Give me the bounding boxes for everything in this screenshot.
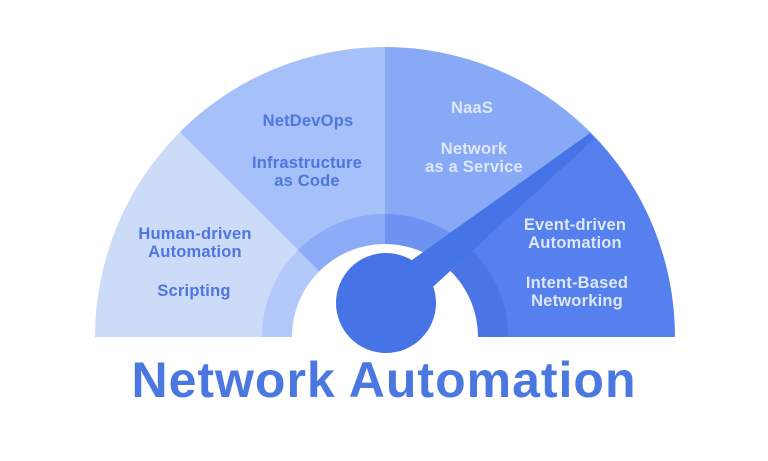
label-line: Automation xyxy=(528,234,622,252)
segment-label-human-driven-automation: Human-driven Automation xyxy=(138,225,251,261)
label-line: Intent-Based xyxy=(525,274,629,292)
label-line: Event-driven xyxy=(523,216,627,234)
label-line: as Code xyxy=(274,172,340,190)
segment-label-infrastructure-as-code: Infrastructure as Code xyxy=(252,154,362,190)
segment-label-netdevops: NetDevOps xyxy=(263,112,354,130)
segment-label-event-driven-automation: Event-driven Automation xyxy=(524,216,626,252)
needle-hub xyxy=(336,253,436,353)
page-title: Network Automation xyxy=(131,352,637,408)
label-line: Infrastructure xyxy=(251,154,363,172)
label-line: Network xyxy=(440,140,508,158)
label-line: NetDevOps xyxy=(262,112,354,130)
segment-label-naas: NaaS xyxy=(451,99,493,117)
label-line: Automation xyxy=(148,243,242,261)
segment-label-scripting: Scripting xyxy=(157,282,230,300)
label-line: Human-driven xyxy=(138,225,252,243)
label-line: Scripting xyxy=(157,282,231,300)
segment-label-network-as-a-service: Network as a Service xyxy=(425,140,523,176)
label-line: NaaS xyxy=(450,99,494,117)
label-line: Networking xyxy=(531,292,623,310)
needle xyxy=(373,133,595,319)
segment-label-intent-based-networking: Intent-Based Networking xyxy=(526,274,628,310)
label-line: as a Service xyxy=(425,158,523,176)
